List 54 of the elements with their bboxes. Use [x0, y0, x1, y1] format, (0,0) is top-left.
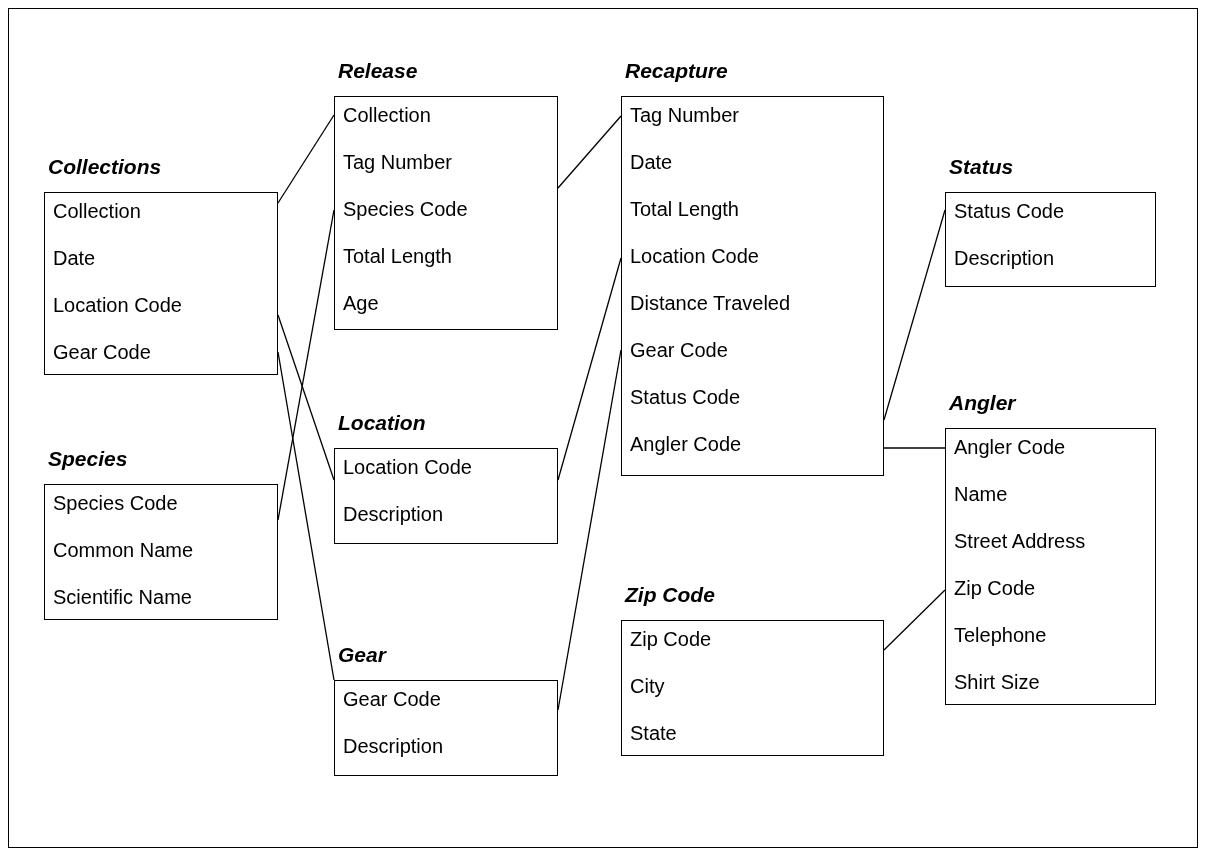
field-name: Total Length [629, 197, 740, 222]
field-name: Age [342, 291, 380, 316]
field-name: Gear Code [342, 687, 442, 712]
field-name: Gear Code [629, 338, 729, 363]
relationship-line [557, 257, 622, 481]
table-title: Status [949, 154, 1014, 180]
field-name: Location Code [629, 244, 760, 269]
field-name: State [629, 721, 678, 746]
table-title: Release [338, 58, 418, 84]
field-name: Tag Number [342, 150, 453, 175]
relationship-line [277, 351, 335, 681]
field-name: Distance Traveled [629, 291, 792, 316]
relationship-line [883, 589, 946, 651]
field-name: Location Code [52, 293, 183, 318]
field-name: Telephone [953, 623, 1048, 648]
field-name: Zip Code [629, 627, 713, 652]
table-title: Zip Code [625, 582, 715, 608]
field-name: Scientific Name [52, 585, 193, 610]
table-title: Gear [338, 642, 386, 668]
table-title: Recapture [625, 58, 728, 84]
relationship-line [883, 447, 946, 449]
field-name: Description [342, 734, 445, 759]
table-title: Collections [48, 154, 162, 180]
relationship-line [277, 114, 335, 204]
field-name: Angler Code [953, 435, 1067, 460]
field-name: Description [342, 502, 445, 527]
field-name: Common Name [52, 538, 195, 563]
field-name: Total Length [342, 244, 453, 269]
field-name: Date [52, 246, 97, 271]
field-name: Gear Code [52, 340, 152, 365]
relationship-line [557, 349, 622, 711]
field-name: Zip Code [953, 576, 1037, 601]
table-title: Location [338, 410, 426, 436]
table-title: Angler [949, 390, 1016, 416]
field-name: City [629, 674, 666, 699]
field-name: Status Code [629, 385, 742, 410]
table-title: Species [48, 446, 128, 472]
field-name: Street Address [953, 529, 1087, 554]
relationship-line [883, 209, 946, 421]
field-name: Species Code [342, 197, 469, 222]
relationship-line [557, 115, 622, 189]
field-name: Location Code [342, 455, 473, 480]
field-name: Angler Code [629, 432, 743, 457]
field-name: Shirt Size [953, 670, 1041, 695]
field-name: Status Code [953, 199, 1066, 224]
relationship-line [277, 209, 335, 521]
field-name: Tag Number [629, 103, 740, 128]
field-name: Description [953, 246, 1056, 271]
relationship-line [277, 314, 335, 481]
field-name: Collection [342, 103, 432, 128]
field-name: Species Code [52, 491, 179, 516]
field-name: Date [629, 150, 674, 175]
field-name: Name [953, 482, 1009, 507]
field-name: Collection [52, 199, 142, 224]
